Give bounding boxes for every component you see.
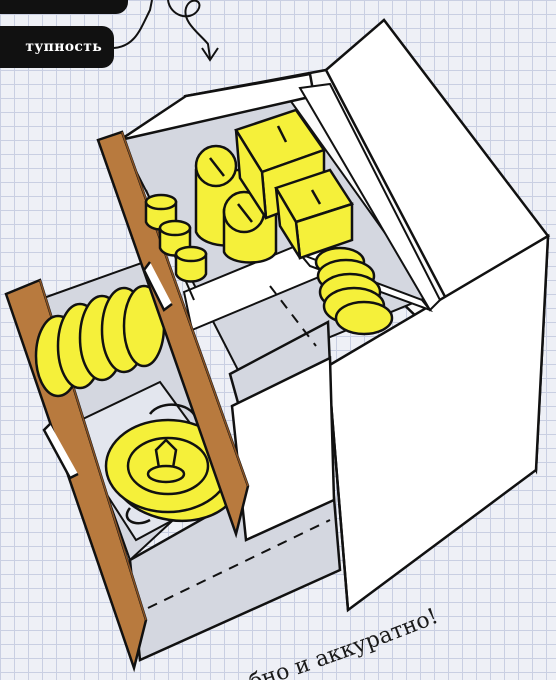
caption-text: бно и аккуратно! [246, 604, 442, 680]
connector-line [114, 0, 152, 48]
curly-arrow-icon [168, 0, 218, 60]
